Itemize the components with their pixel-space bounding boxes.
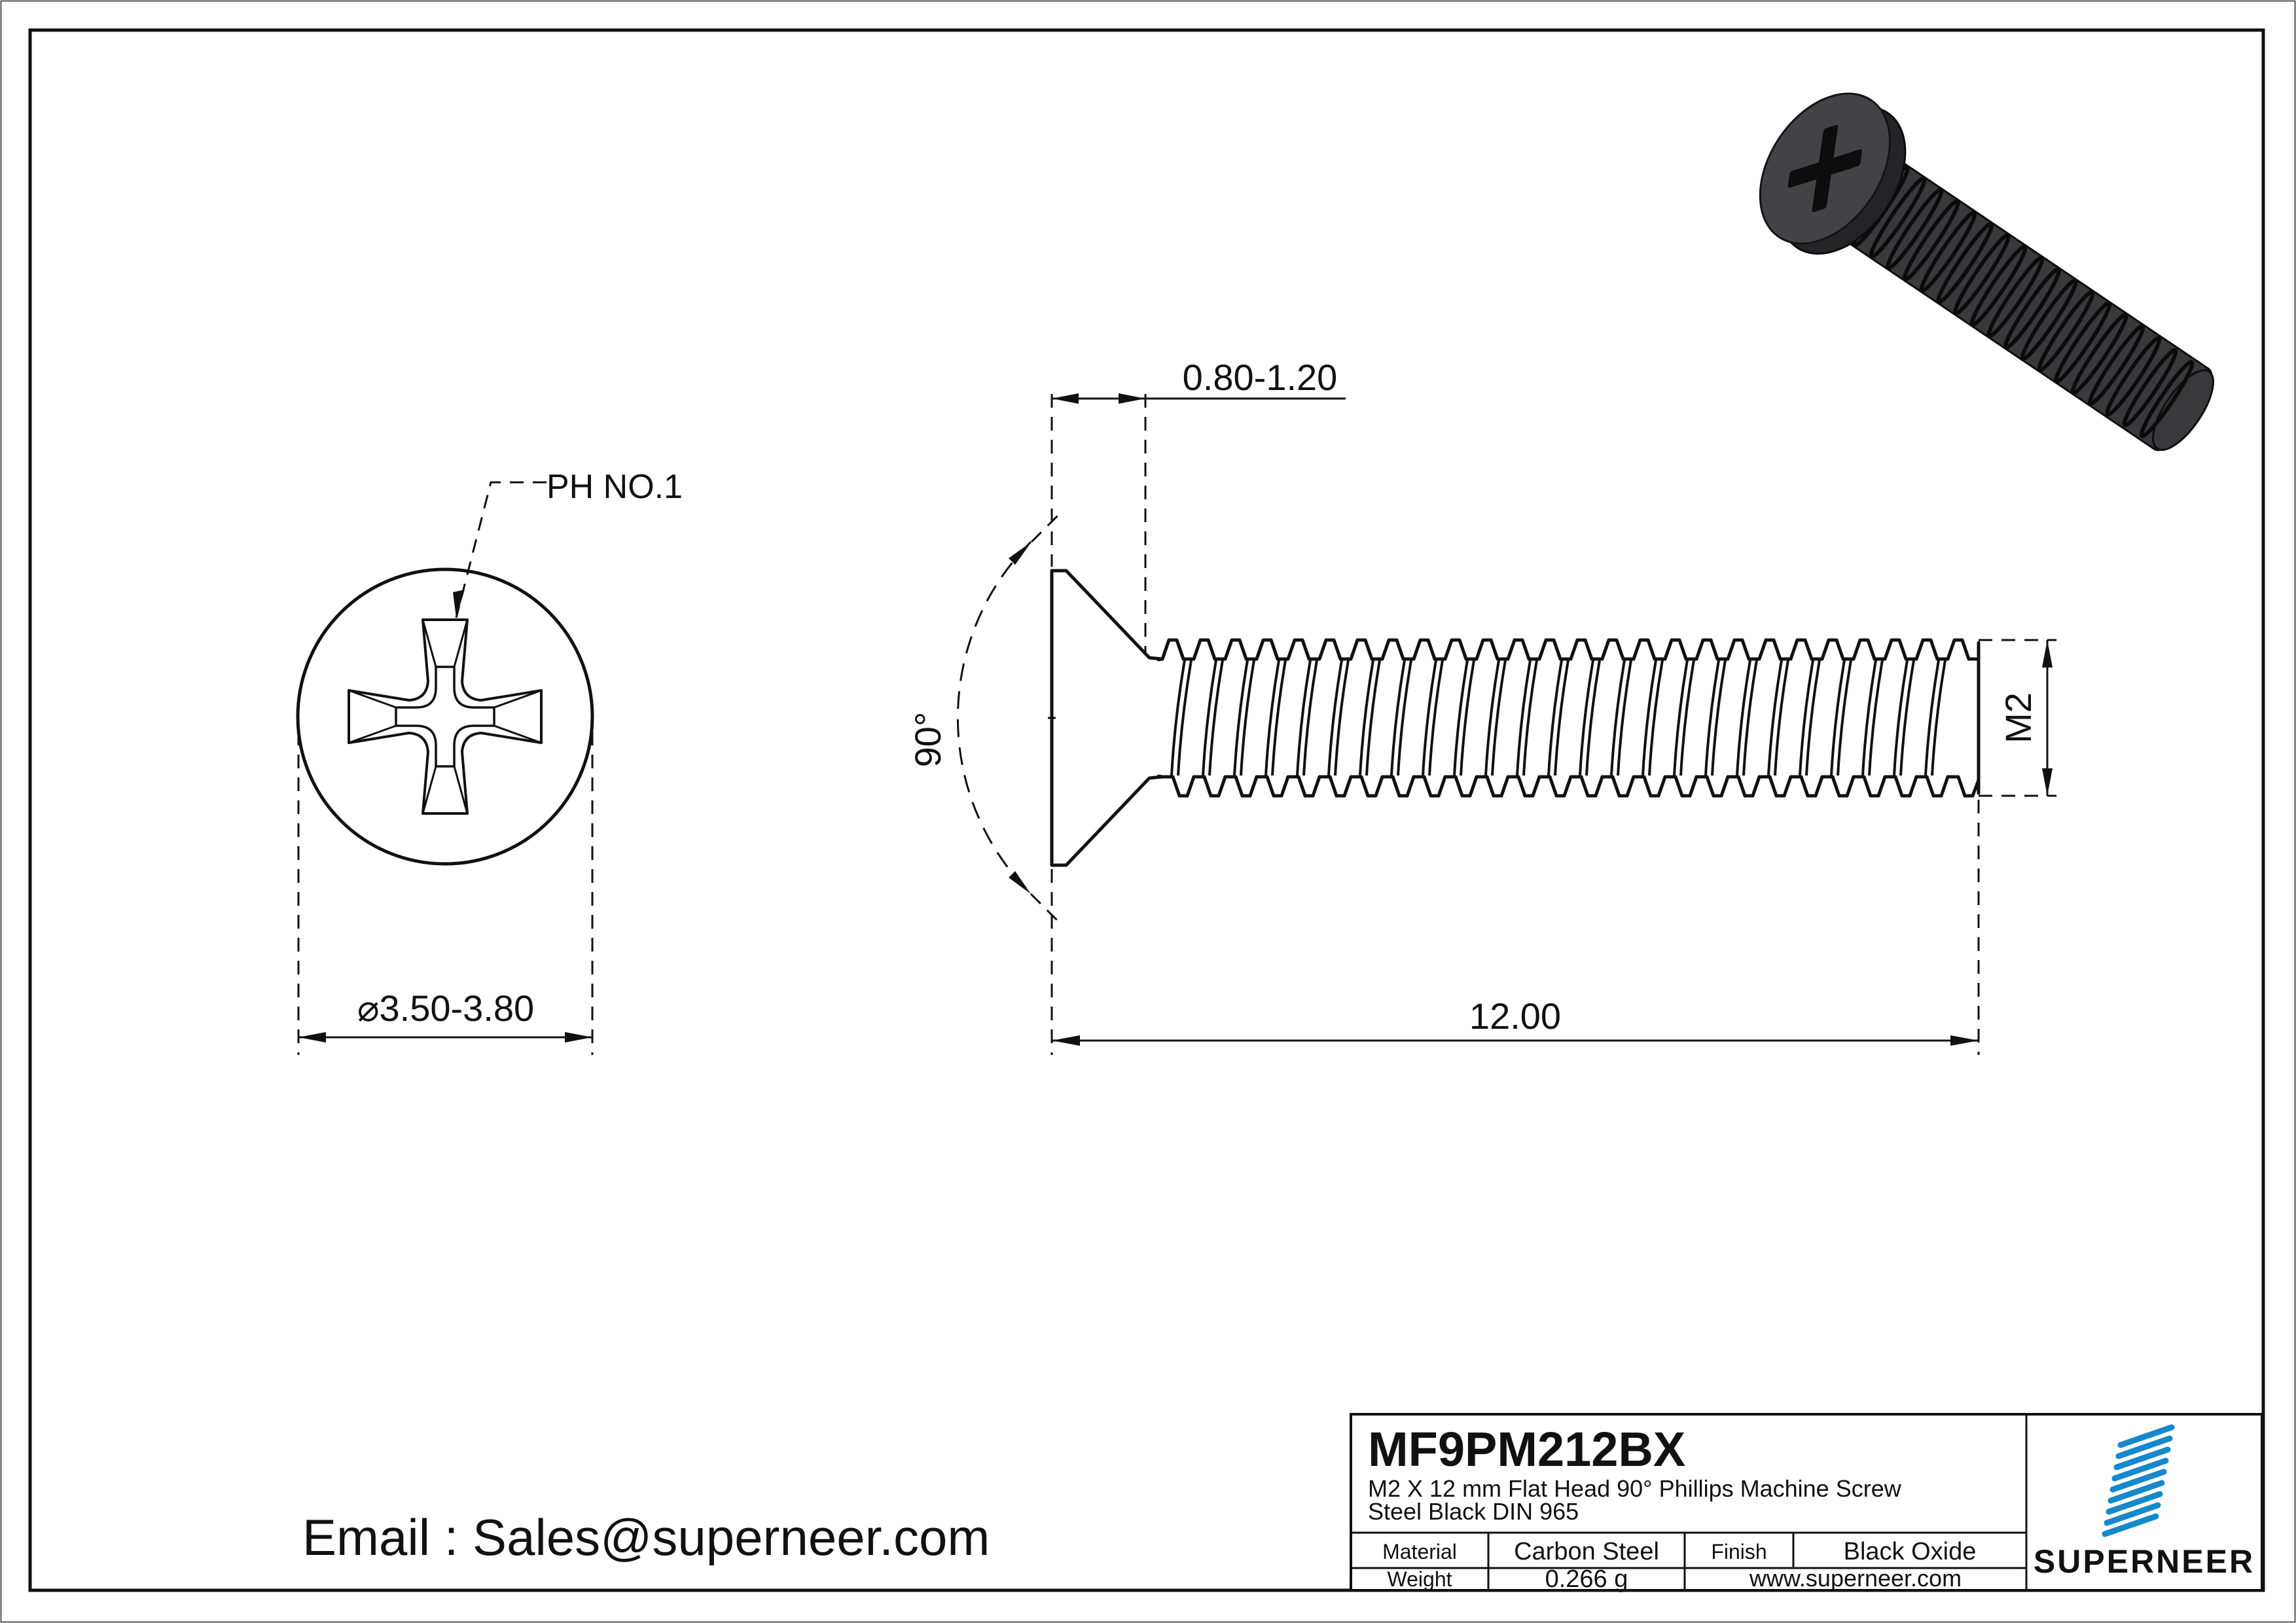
dim-arrow-icon — [1950, 1035, 1979, 1046]
finish-label: Finish — [1711, 1540, 1767, 1563]
weight-value: 0.266 g — [1545, 1565, 1628, 1593]
phillips-recess-inner — [395, 666, 495, 768]
description-line1: M2 X 12 mm Flat Head 90° Phillips Machin… — [1368, 1475, 1902, 1502]
front-view: PH NO.1 ⌀3.50-3.80 — [296, 468, 683, 1055]
side-view: 0.80-1.20 90° M2 12.00 — [907, 357, 2056, 1055]
angle-arc-stub-bottom — [1030, 893, 1062, 925]
dim-arrow-icon — [565, 1032, 592, 1043]
dim-arrow-icon — [1052, 1035, 1080, 1046]
weight-label: Weight — [1387, 1567, 1452, 1591]
title-block: MF9PM212BX M2 X 12 mm Flat Head 90° Phil… — [1350, 1413, 2263, 1593]
angle-arc-stub-top — [1030, 510, 1063, 543]
superneer-logo-icon — [2102, 1424, 2175, 1537]
thread-top-profile — [1157, 638, 1981, 662]
description-line2: Steel Black DIN 965 — [1368, 1498, 1579, 1525]
screw-tip — [2152, 369, 2215, 452]
arc-arrow-icon — [1009, 542, 1031, 565]
thread-flank-lines — [1170, 660, 1946, 776]
material-value: Carbon Steel — [1514, 1538, 1659, 1565]
drawing-border — [28, 28, 2265, 1592]
head-outline-circle — [296, 567, 594, 866]
thread-dim-label: M2 — [1998, 692, 2039, 743]
thread-ridges — [1852, 165, 2195, 438]
angle-arc — [956, 541, 1032, 895]
email-text: Email : Sales@superneer.com — [302, 1508, 990, 1566]
brand-name: SUPERNEER — [2034, 1543, 2255, 1580]
material-label: Material — [1382, 1540, 1457, 1563]
length-dim-label: 12.00 — [1469, 995, 1561, 1037]
dim-arrow-icon — [2042, 768, 2053, 796]
website-link: www.superneer.com — [1749, 1565, 1962, 1592]
recess-wall-lines — [348, 619, 542, 814]
angle-dim-label: 90° — [907, 712, 948, 768]
phillips-recess-outer — [348, 618, 543, 815]
head-height-dim-label: 0.80-1.20 — [1183, 357, 1338, 398]
dim-arrow-icon — [2042, 640, 2053, 668]
threaded-shank — [1157, 638, 1981, 798]
screw-head-profile — [1050, 569, 1164, 867]
finish-value: Black Oxide — [1844, 1538, 1977, 1565]
recess-leader-line — [455, 481, 547, 618]
dim-arrow-icon — [1119, 393, 1145, 404]
screw-3d-render — [1759, 92, 2215, 452]
diameter-dim-label: ⌀3.50-3.80 — [357, 988, 534, 1029]
leader-arrow-icon — [453, 590, 465, 618]
part-number: MF9PM212BX — [1368, 1422, 1685, 1476]
dim-arrow-icon — [298, 1032, 326, 1043]
arc-arrow-icon — [1009, 871, 1031, 894]
dim-arrow-icon — [1052, 393, 1079, 404]
phillips-cross-icon — [1787, 124, 1863, 213]
recess-label: PH NO.1 — [547, 468, 683, 506]
thread-bottom-profile — [1157, 774, 1981, 798]
